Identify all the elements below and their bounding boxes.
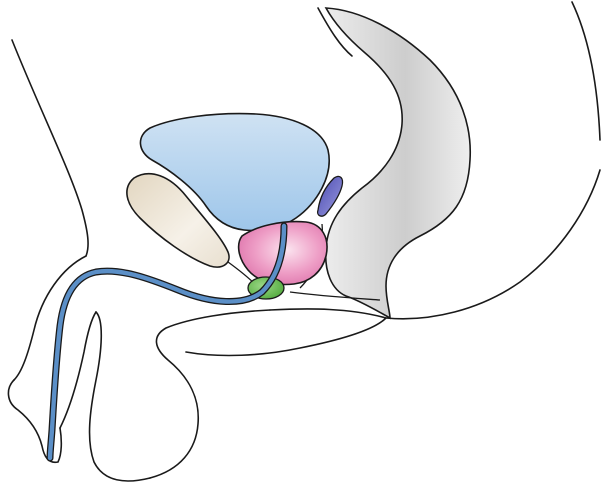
- scrotum-outline: [150, 310, 270, 478]
- scrotum-inner-line: [90, 312, 150, 481]
- penis-upper-outline: [14, 256, 86, 380]
- abdomen-outline: [12, 40, 88, 256]
- rectum: [326, 8, 471, 318]
- back-outline: [572, 2, 600, 140]
